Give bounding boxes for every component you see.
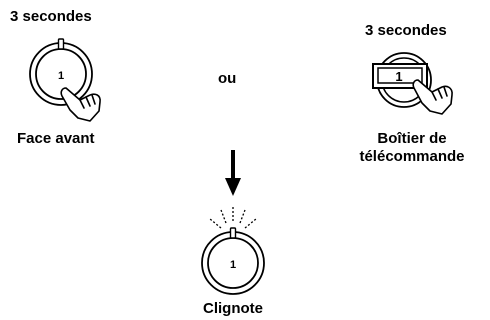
blinking-label: Clignote [203,300,263,317]
pointing-hand-icon [412,79,453,115]
remote-label-line2: télécommande [359,148,465,165]
or-separator: ou [218,70,237,87]
front-knob-number: 1 [58,70,64,82]
right-hold-duration: 3 secondes [365,22,447,39]
remote-button-number: 1 [395,69,402,84]
remote-label-line1: Boîtier de [377,130,447,147]
blinking-knob-number: 1 [230,259,236,271]
blink-rays-icon [209,207,257,229]
front-panel-label: Face avant [17,130,95,147]
left-hold-duration: 3 secondes [10,8,92,25]
pointing-hand-icon [60,87,101,122]
